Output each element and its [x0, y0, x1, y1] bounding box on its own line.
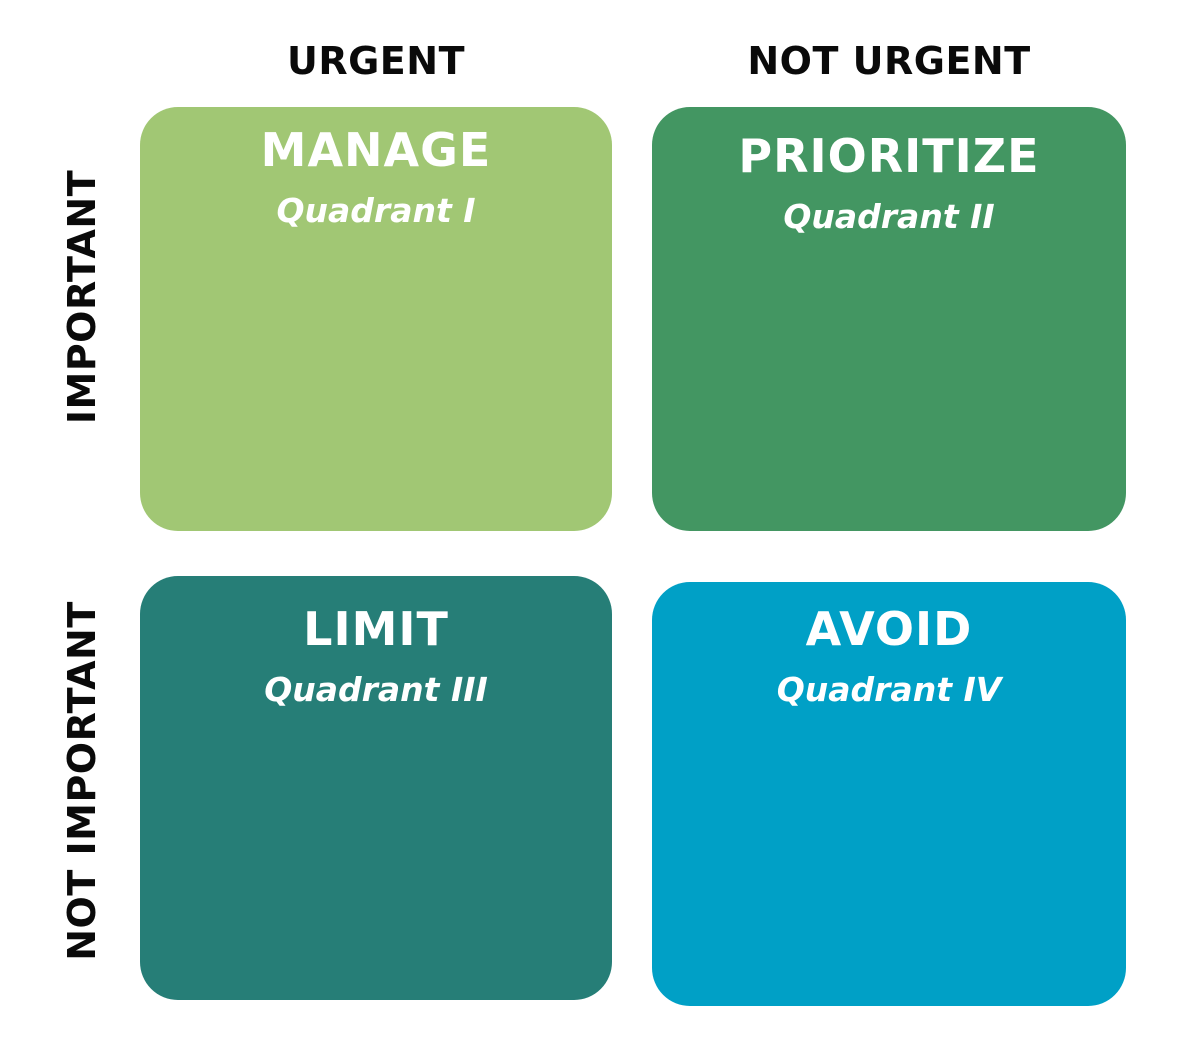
- quadrant-title: MANAGE: [260, 123, 492, 177]
- row-label-not-important-text: NOT IMPORTANT: [60, 601, 104, 961]
- column-label-not-urgent: NOT URGENT: [747, 39, 1031, 83]
- quadrant-subtitle: Quadrant III: [264, 670, 488, 709]
- column-label-urgent: URGENT: [287, 39, 465, 83]
- quadrant-avoid: AVOID Quadrant IV: [652, 582, 1126, 1006]
- quadrant-title: AVOID: [805, 602, 973, 656]
- quadrant-subtitle: Quadrant I: [276, 191, 476, 230]
- quadrant-limit: LIMIT Quadrant III: [140, 576, 612, 1000]
- quadrant-subtitle: Quadrant IV: [776, 670, 1002, 709]
- quadrant-manage: MANAGE Quadrant I: [140, 107, 612, 531]
- row-label-important-text: IMPORTANT: [60, 169, 104, 425]
- quadrant-prioritize: PRIORITIZE Quadrant II: [652, 107, 1126, 531]
- quadrant-title: PRIORITIZE: [738, 129, 1040, 183]
- quadrant-subtitle: Quadrant II: [783, 197, 995, 236]
- quadrant-title: LIMIT: [303, 602, 449, 656]
